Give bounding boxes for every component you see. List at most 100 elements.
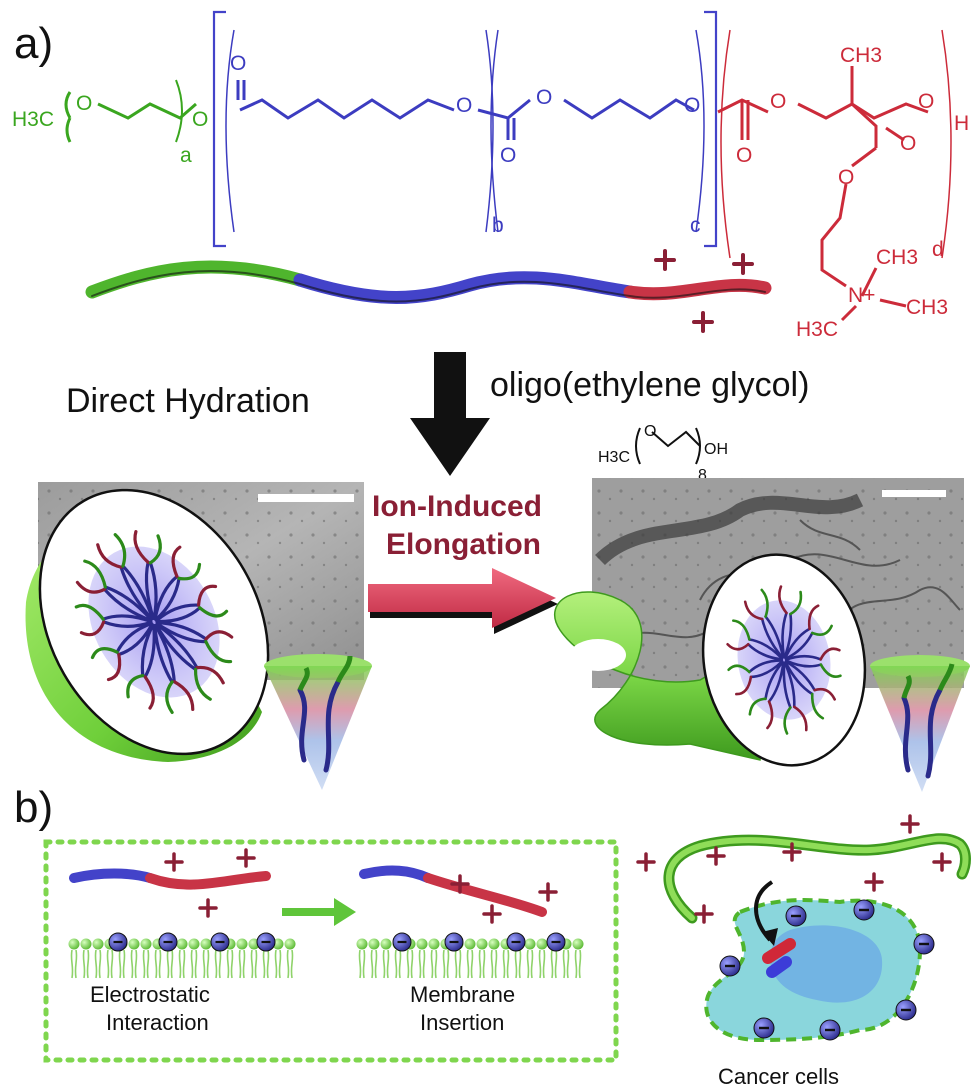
core-chain [749,660,784,679]
lipid-tail [206,949,210,979]
mechanism-frame [43,839,619,1063]
scale-bar [882,490,946,497]
lipid-tail [118,949,122,979]
lipid-tail [130,949,134,979]
corona-chain [732,619,751,641]
lipid-head [524,938,536,950]
corona-chain [778,585,788,615]
corona-chain [126,673,145,699]
lipid-tail [574,949,578,979]
lipid-tail [526,949,530,979]
lipid-head [284,938,296,950]
lipid-head [128,938,140,950]
corona-chain [813,687,836,701]
end-hydrogen: H [954,112,969,135]
lipid-tail [106,949,110,979]
cationic-carbonyl-oxygen: O [736,144,752,167]
plus-icon [164,852,184,872]
plus-icon [782,842,802,862]
block-bracket-left [212,10,226,248]
corona-chain [96,543,123,569]
lipid-tail [430,949,434,979]
side-carbonyl-oxygen: O [900,132,916,155]
plus-icon [654,249,676,271]
corona-chain [204,640,233,664]
plus-icon [198,898,218,918]
worm-micelle [553,553,867,767]
corona-chain [748,697,767,716]
plus-icon [732,253,754,275]
methyl-top-label: CH3 [840,44,882,67]
lipid-head [476,938,488,950]
membrane-step2 [356,932,584,979]
peg-oxygen-label: O [76,92,92,115]
chemical-structure: H3C O a O O O b O O O c [12,10,969,341]
peg-methyl-label: H3C [12,108,54,131]
lipid-tail [514,949,518,979]
lipid-tail [154,949,158,979]
lipid-tail [98,949,102,979]
lipid-tail [266,949,270,979]
core-chain [153,574,179,621]
corona-chain [193,667,212,701]
lipid-tail [530,949,534,979]
core-chain [760,617,784,659]
block-bracket-right [704,10,718,248]
lipid-tail [442,949,446,979]
plus-icon [538,882,558,902]
lipid-tail [170,949,174,979]
lipid-tail [362,949,366,979]
lipid-tail [254,949,258,979]
core-chain [784,631,814,660]
core-chain [117,622,154,657]
membrane-step1 [68,932,296,979]
corona-chain [810,692,825,720]
core-chain [784,660,816,692]
corona-chain [90,647,119,660]
lipid-head [368,938,380,950]
corona-chain [172,680,195,711]
oligo-formula [635,427,701,465]
cancer-cell [704,880,923,1043]
side-ester-oxygen: O [838,166,854,189]
lipid-head [140,938,152,950]
core-chain [102,587,153,622]
corona-chain [727,664,751,674]
peg-end-oxygen: O [192,108,208,131]
oligo-label: oligo(ethylene glycol) [490,366,809,404]
core-chain [143,623,156,679]
plus-icon [932,852,952,872]
lipid-head [488,938,500,950]
lipid-tail [286,949,290,979]
ptmc-carbonyl-oxygen: O [500,144,516,167]
corona-chain [735,675,753,696]
core-chain [154,576,181,622]
lipid-tail [406,949,410,979]
lipid-head [428,938,440,950]
ammonium-n-label: N+ [848,284,875,307]
lipid-tail [242,949,246,979]
core-chain [119,565,154,621]
corona-chain [79,620,106,637]
lipid-tail [518,949,522,979]
corona-chain [198,606,229,618]
electrostatic-label: Electrostatic [90,982,210,1007]
ptmc-subscript: c [690,214,701,237]
interaction-label: Interaction [106,1010,209,1035]
lipid-tail [110,949,114,979]
corona-chain [789,590,803,616]
lipid-head [236,938,248,950]
lipid-tail [166,949,170,979]
core-chain [764,660,784,701]
drug-capsule-icon [762,938,796,964]
lipid-tail [70,949,74,979]
spherical-micelle [25,488,270,762]
insertion-label: Insertion [420,1010,504,1035]
lipid-tail [374,949,378,979]
peg-subscript: a [180,144,192,167]
ion-induced-label: Ion-Induced [372,490,542,523]
corona-chain [196,584,218,607]
lipid-tail [466,949,470,979]
lipid-tail [250,949,254,979]
cationic-segment [717,29,952,322]
